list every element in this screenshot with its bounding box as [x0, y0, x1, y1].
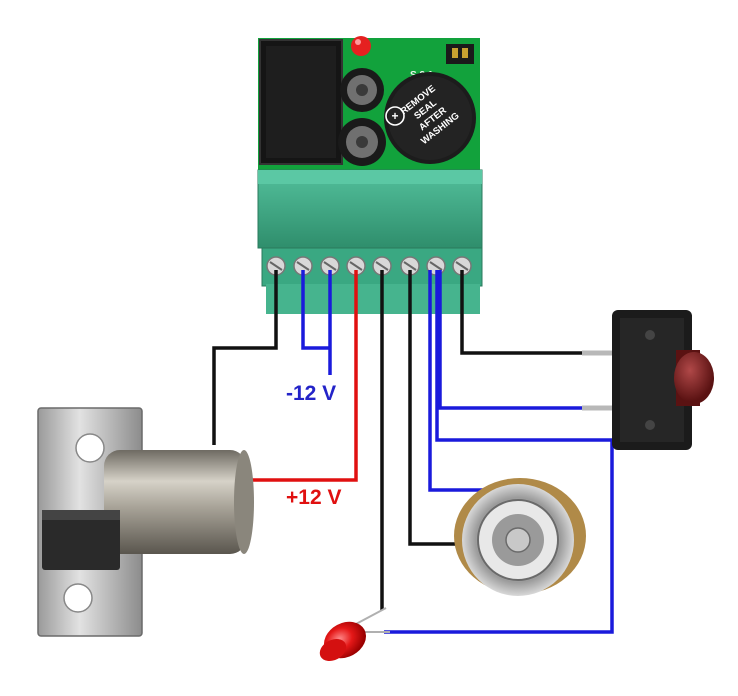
- status-led: [319, 607, 390, 662]
- wire-button-blue: [438, 270, 582, 410]
- terminal-screw: [400, 256, 420, 276]
- jumper-header: [446, 44, 474, 64]
- wire-minus-12v-a: [301, 270, 330, 350]
- controller-board: S.2.1 + REMOVE SEAL AFTER WASHING: [257, 36, 483, 314]
- wire-plus-12v-red: [252, 270, 358, 482]
- push-button: [582, 310, 714, 450]
- terminal-screw: [266, 256, 286, 276]
- wire-lock-black: [212, 270, 278, 445]
- reader-button: [454, 478, 586, 596]
- buzzer-plus-symbol: +: [391, 109, 398, 123]
- buzzer: + REMOVE SEAL AFTER WASHING: [384, 72, 476, 164]
- terminal-block: [257, 169, 483, 314]
- terminal-screw: [346, 256, 366, 276]
- wire-reader-black: [408, 270, 460, 546]
- wire-button-black: [460, 270, 582, 355]
- door-lock-latch: [37, 407, 254, 637]
- wire-reader-blue: [428, 270, 492, 492]
- terminal-screw: [452, 256, 472, 276]
- terminal-screw: [372, 256, 392, 276]
- minus-12v-label: -12 V: [286, 382, 336, 405]
- indicator-led: [351, 36, 371, 56]
- plus-12v-label: +12 V: [286, 486, 341, 509]
